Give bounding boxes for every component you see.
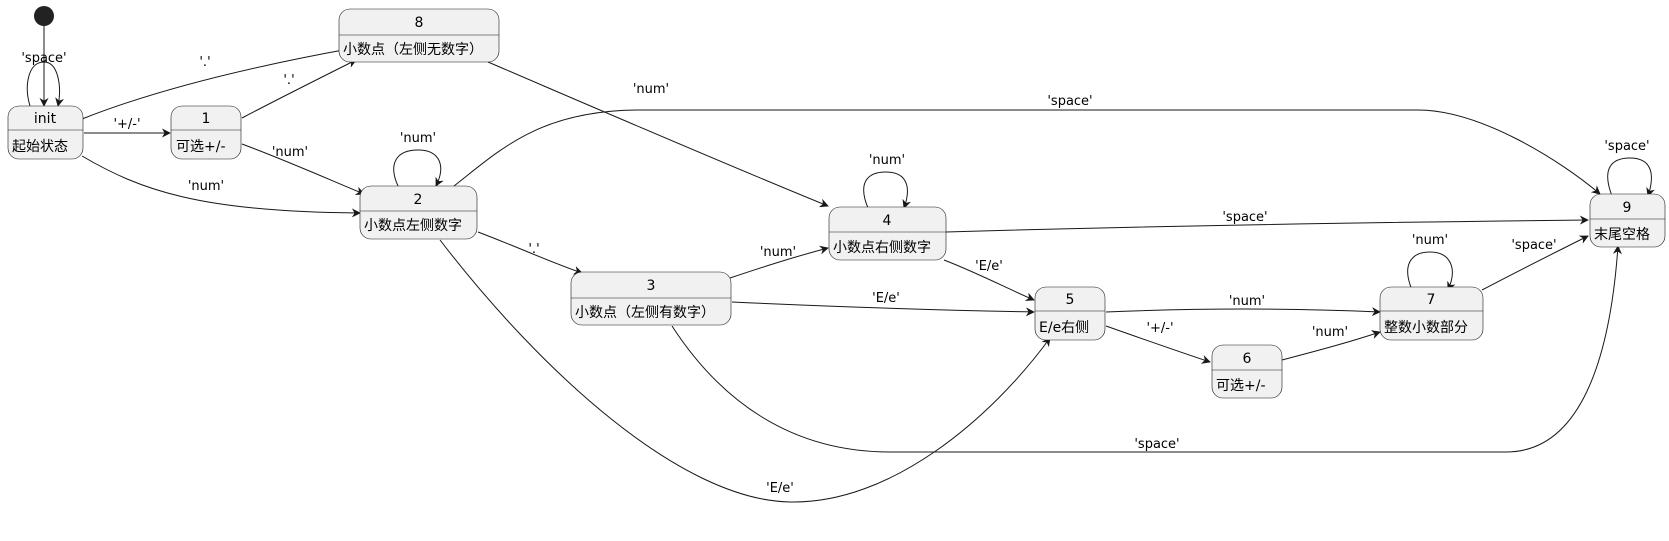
edge-label-4-self: 'num' [869, 153, 905, 168]
edge-label-7-self: 'num' [1412, 233, 1448, 248]
edge-init-self [26, 61, 64, 107]
edge-label-2-9: 'space' [1047, 94, 1092, 109]
state-5-name: 5 [1066, 292, 1075, 308]
state-7-desc: 整数小数部分 [1384, 320, 1468, 336]
edge-2-9 [453, 109, 1601, 195]
state-8-name: 8 [415, 15, 424, 31]
edge-label-3-5: 'E/e' [872, 291, 900, 306]
state-6: 6 可选+/- [1211, 344, 1283, 399]
state-8: 8 小数点（左侧无数字） [338, 8, 500, 63]
edge-label-4-9: 'space' [1222, 210, 1267, 225]
edge-5-6 [1105, 325, 1211, 364]
edge-8-4 [487, 61, 829, 208]
edge-label-init-2: 'num' [188, 179, 224, 194]
edge-2-self [393, 149, 444, 187]
edge-2-3 [477, 231, 583, 275]
edge-5-7 [1105, 307, 1381, 317]
edge-label-3-9: 'space' [1134, 437, 1179, 452]
state-9: 9 末尾空格 [1589, 193, 1666, 248]
state-4: 4 小数点右侧数字 [828, 206, 947, 261]
edge-init-2 [81, 155, 361, 218]
state-init-name: init [34, 111, 57, 127]
edge-label-init-8: '.' [199, 55, 210, 70]
state-9-desc: 末尾空格 [1594, 227, 1650, 243]
initial-state-marker [34, 6, 54, 26]
state-2-name: 2 [414, 192, 423, 208]
state-init: init 起始状态 [7, 105, 84, 160]
edge-label-6-7: 'num' [1312, 325, 1348, 340]
state-1-desc: 可选+/- [176, 139, 226, 155]
edge-3-5 [731, 301, 1035, 317]
edge-6-7 [1281, 330, 1381, 361]
edge-label-2-3: '.' [528, 242, 539, 257]
state-4-desc: 小数点右侧数字 [833, 240, 931, 256]
state-2: 2 小数点左侧数字 [359, 185, 478, 240]
state-3-name: 3 [647, 278, 656, 294]
state-6-desc: 可选+/- [1216, 378, 1266, 394]
edge-label-4-5: 'E/e' [975, 259, 1003, 274]
edge-label-1-2: 'num' [272, 145, 308, 160]
state-3: 3 小数点（左侧有数字） [570, 271, 732, 326]
state-4-name: 4 [883, 213, 892, 229]
edge-9-self [1607, 157, 1655, 197]
state-2-desc: 小数点左侧数字 [364, 218, 462, 234]
edge-2-5 [439, 239, 1051, 503]
state-5-desc: E/e右侧 [1039, 320, 1089, 336]
edge-label-2-self: 'num' [400, 131, 436, 146]
edge-label-3-4: 'num' [760, 245, 796, 260]
edge-7-9 [1481, 235, 1589, 291]
edge-label-5-6: '+/-' [1146, 321, 1173, 336]
edge-3-9 [671, 245, 1622, 453]
edge-4-9 [945, 215, 1589, 233]
edge-4-5 [943, 259, 1035, 301]
edge-init-8 [81, 45, 355, 120]
edge-label-8-4: 'num' [633, 82, 669, 97]
edge-4-self [863, 171, 911, 209]
edge-label-init-1: '+/-' [113, 117, 140, 132]
state-1: 1 可选+/- [170, 105, 242, 160]
state-5: 5 E/e右侧 [1034, 286, 1106, 341]
state-7: 7 整数小数部分 [1379, 286, 1484, 341]
state-8-desc: 小数点（左侧无数字） [343, 42, 483, 58]
state-9-name: 9 [1623, 200, 1632, 216]
edge-label-9-self: 'space' [1604, 139, 1649, 154]
state-6-name: 6 [1243, 351, 1252, 367]
state-init-desc: 起始状态 [12, 139, 68, 155]
edge-7-self [1407, 251, 1456, 291]
edge-label-7-9: 'space' [1511, 238, 1556, 253]
state-1-name: 1 [202, 111, 211, 127]
edge-1-2 [241, 143, 365, 196]
state-7-name: 7 [1427, 292, 1436, 308]
edge-label-5-7: 'num' [1229, 294, 1265, 309]
edge-3-4 [729, 245, 829, 279]
edge-1-8 [241, 59, 357, 119]
edge-label-2-5: 'E/e' [766, 481, 794, 496]
edge-label-1-8: '.' [283, 73, 294, 88]
edge-label-init-self: 'space' [21, 51, 66, 66]
state-3-desc: 小数点（左侧有数字） [575, 305, 715, 321]
